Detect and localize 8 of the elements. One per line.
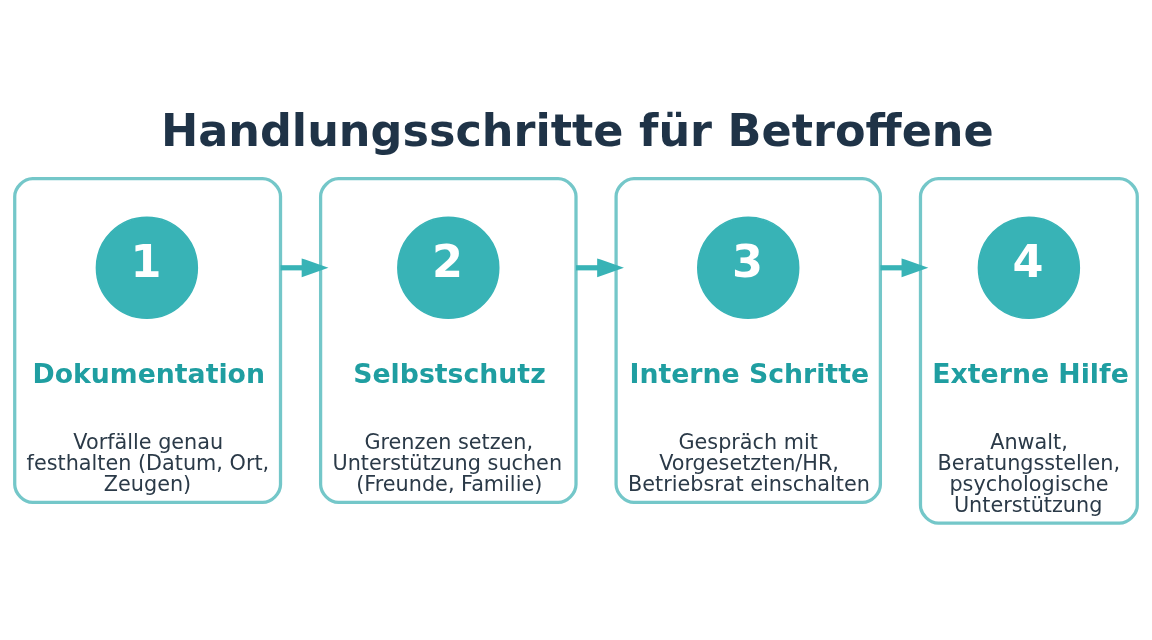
- arrow: [576, 257, 624, 277]
- arrow: [880, 257, 929, 277]
- node-circle: 2: [397, 216, 500, 319]
- diagram-title: Handlungsschritte für Betroffene: [160, 104, 994, 157]
- node-circle: 4: [977, 216, 1081, 319]
- arrow: [280, 257, 329, 277]
- node-circle: 1: [95, 216, 199, 319]
- node-circle: 3: [697, 216, 800, 319]
